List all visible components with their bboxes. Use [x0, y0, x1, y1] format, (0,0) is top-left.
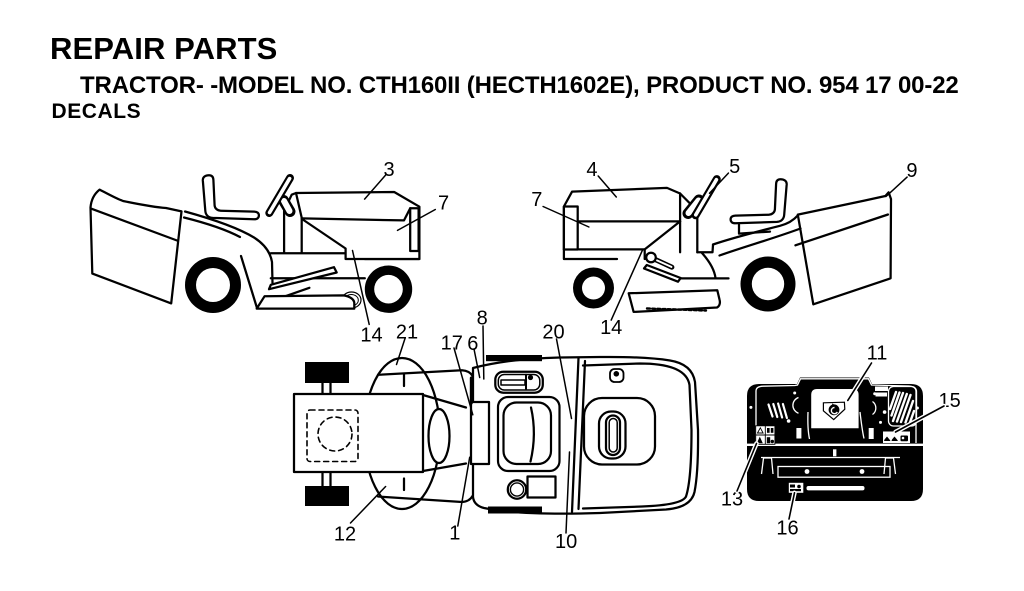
svg-text:5: 5: [729, 156, 740, 178]
svg-text:3: 3: [383, 159, 394, 181]
svg-text:20: 20: [542, 321, 564, 343]
svg-text:16: 16: [776, 518, 798, 540]
svg-text:9: 9: [906, 160, 917, 182]
svg-text:17: 17: [441, 332, 463, 354]
svg-text:12: 12: [334, 523, 356, 545]
svg-text:8: 8: [477, 308, 488, 330]
svg-text:6: 6: [467, 333, 478, 355]
svg-text:14: 14: [360, 325, 382, 347]
svg-text:14: 14: [600, 317, 622, 339]
svg-text:7: 7: [438, 193, 449, 215]
svg-text:7: 7: [531, 189, 542, 211]
svg-text:11: 11: [867, 343, 888, 365]
svg-text:21: 21: [396, 322, 418, 344]
svg-text:1: 1: [449, 523, 460, 545]
svg-text:4: 4: [586, 159, 597, 181]
svg-text:13: 13: [721, 489, 743, 511]
svg-text:10: 10: [555, 531, 577, 553]
